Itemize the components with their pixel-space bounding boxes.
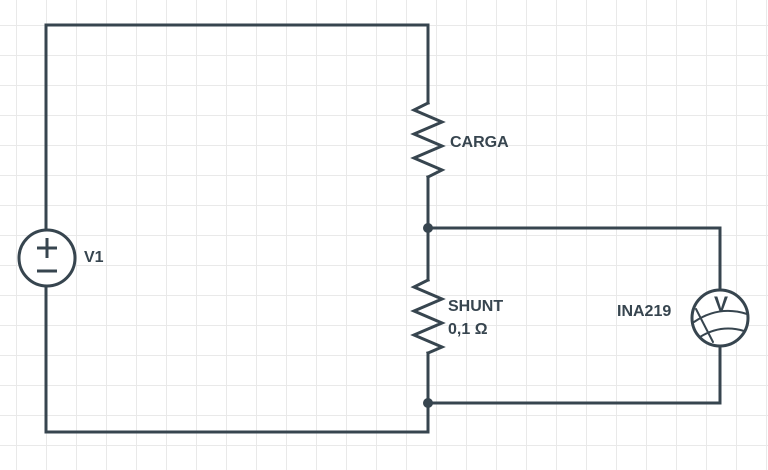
meter-scale-arc-upper: [693, 309, 748, 323]
ina219-label[interactable]: INA219: [617, 303, 672, 320]
shunt-value-label[interactable]: 0,1 Ω: [448, 321, 488, 338]
wire-junction-to-meter-top[interactable]: [426, 226, 722, 292]
wire-top-loop[interactable]: [44, 23, 430, 233]
plus-icon: [37, 238, 57, 258]
carga-resistor-symbol[interactable]: [410, 100, 446, 180]
shunt-resistor-symbol[interactable]: [410, 277, 446, 355]
wire-bottom-loop[interactable]: [44, 285, 430, 434]
junction-dot-bottom[interactable]: [423, 398, 433, 408]
v1-label[interactable]: V1: [84, 249, 104, 266]
junction-dot-top[interactable]: [423, 223, 433, 233]
ina219-meter-symbol[interactable]: V: [690, 288, 750, 348]
v1-source-symbol[interactable]: [17, 228, 77, 288]
meter-needle-icon: [695, 308, 714, 343]
meter-scale-arc-lower: [699, 327, 745, 338]
meter-circle: [690, 288, 750, 348]
shunt-label[interactable]: SHUNT: [448, 298, 504, 315]
carga-label[interactable]: CARGA: [450, 134, 509, 151]
wire-meter-bottom-to-junction[interactable]: [426, 344, 722, 405]
